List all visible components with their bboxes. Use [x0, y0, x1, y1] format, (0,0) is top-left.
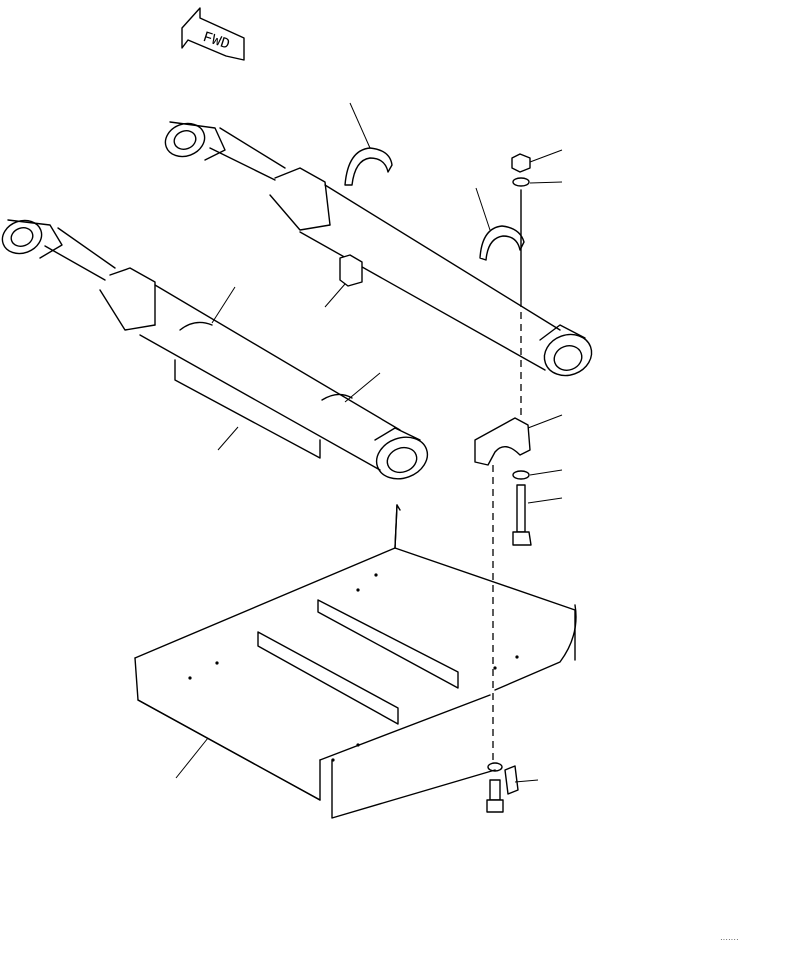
clamp-upper-left	[344, 147, 393, 186]
under-tray	[134, 504, 577, 819]
washer-top	[512, 177, 530, 187]
bracket-rear	[339, 254, 363, 287]
rear-cylinder	[164, 121, 593, 377]
fwd-label: FWD	[201, 29, 232, 54]
clamp-upper-right	[479, 225, 525, 261]
arrow-left-icon	[181, 7, 245, 61]
footer-code: ·······	[720, 935, 739, 944]
clamp-bracket-lower	[474, 417, 531, 466]
leader-lines	[175, 102, 563, 783]
front-cylinder	[1, 219, 429, 480]
washer-mid	[512, 470, 530, 480]
fastener-stack	[511, 153, 532, 546]
long-bolt	[516, 484, 526, 533]
hex-nut	[511, 153, 531, 173]
fwd-direction-marker: FWD	[181, 7, 245, 61]
bottom-mount-bracket	[486, 762, 519, 813]
